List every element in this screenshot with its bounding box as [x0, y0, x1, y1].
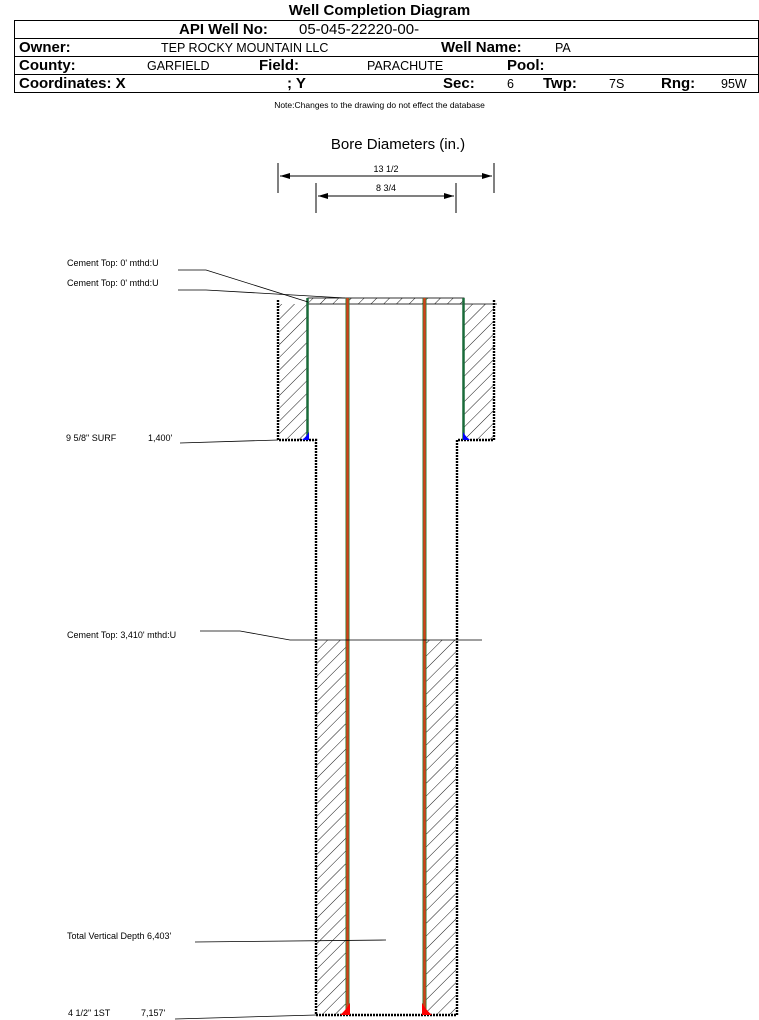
production-cement-right [426, 640, 456, 1014]
cement-top-2-leader [178, 289, 346, 299]
production-casing-depth: 7,157' [141, 1008, 166, 1018]
tvd-leader [194, 939, 387, 943]
rng-label: Rng: [661, 75, 696, 92]
cement-top-3-label: Cement Top: 3,410' mthd:U [67, 630, 176, 640]
production-casing-label: 4 1/2" 1ST [68, 1008, 111, 1018]
production-casing-shoe-left [340, 1003, 350, 1015]
diagram-title: Well Completion Diagram [288, 2, 471, 19]
owner-value: TEP ROCKY MOUNTAIN LLC [161, 41, 329, 55]
cement-top-2-label: Cement Top: 0' mthd:U [67, 278, 159, 288]
owner-label: Owner: [19, 39, 71, 56]
surface-casing-shoe-left [302, 432, 309, 440]
cement-top-1-label: Cement Top: 0' mthd:U [67, 258, 159, 268]
api-label: API Well No: [179, 21, 268, 38]
surface-casing-label: 9 5/8" SURF [66, 433, 117, 443]
production-casing-leader [174, 1014, 317, 1020]
cement-top-1-leader [178, 269, 309, 303]
borehole-wall [276, 300, 496, 1017]
county-label: County: [19, 57, 76, 74]
surface-casing-shoe-right [463, 432, 470, 440]
sec-label: Sec: [443, 75, 475, 92]
well-name-value: PA [555, 41, 571, 55]
pool-label: Pool: [507, 57, 545, 74]
surface-casing-depth: 1,400' [148, 433, 173, 443]
sec-value: 6 [507, 77, 514, 91]
top-cement-cap [307, 297, 465, 305]
twp-label: Twp: [543, 75, 577, 92]
production-cement-left [316, 640, 346, 1014]
y-label: ; Y [287, 75, 306, 92]
surface-casing-leader [179, 439, 279, 444]
county-row: County: GARFIELD Field: PARACHUTE Pool: [14, 56, 759, 75]
production-casing-shoe-right [422, 1003, 432, 1015]
field-label: Field: [259, 57, 299, 74]
twp-value: 7S [609, 77, 625, 91]
well-name-label: Well Name: [441, 39, 522, 56]
total-vertical-depth-label: Total Vertical Depth 6,403' [67, 931, 172, 941]
cement-top-3-leader [200, 630, 482, 641]
api-value: 05-045-22220-00- [299, 21, 420, 38]
coordinates-label: Coordinates: X [19, 75, 126, 92]
bore-diameter-13-5: 13 1/2 [373, 164, 398, 174]
bore-diameters-title: Bore Diameters (in.) [331, 136, 465, 153]
owner-row: Owner: TEP ROCKY MOUNTAIN LLC Well Name:… [14, 38, 759, 57]
coordinates-row: Coordinates: X ; Y Sec: 6 Twp: 7S Rng: 9… [14, 74, 759, 93]
database-note: Note:Changes to the drawing do not effec… [274, 100, 485, 110]
surface-cement-left [279, 304, 307, 440]
surface-cement-right [464, 304, 494, 440]
field-value: PARACHUTE [367, 59, 444, 73]
rng-value: 95W [721, 77, 747, 91]
bore-diameter-8-75: 8 3/4 [376, 183, 396, 193]
well-header-table: API Well No: 05-045-22220-00- Owner: TEP… [14, 20, 759, 93]
county-value: GARFIELD [147, 59, 210, 73]
